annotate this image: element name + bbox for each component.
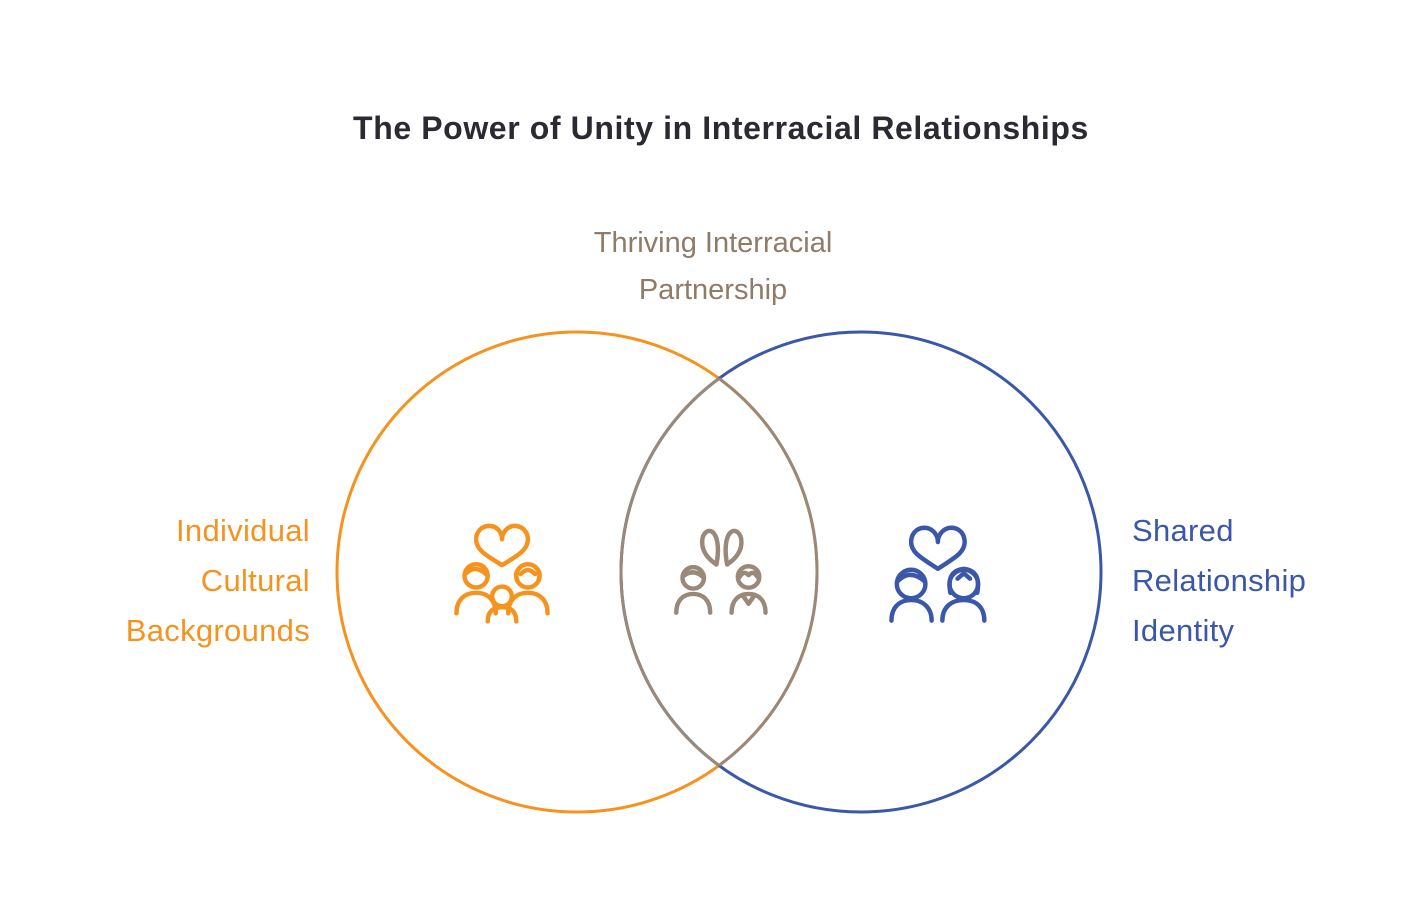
- left-set-label: Individual Cultural Backgrounds: [0, 506, 310, 656]
- child-head: [489, 584, 515, 609]
- adult-1-hair: [464, 566, 489, 577]
- right-set-label-line-1: Shared: [1132, 513, 1234, 548]
- partner-2-body: [729, 591, 768, 615]
- heart-half-left: [699, 528, 721, 567]
- family-with-heart-icon: [454, 523, 550, 624]
- page-title: The Power of Unity in Interracial Relati…: [353, 110, 1089, 146]
- overlap-label-line-1: Thriving Interracial: [593, 227, 833, 259]
- heart-shape: [473, 523, 531, 568]
- woman-body: [940, 597, 987, 623]
- woman-hair: [947, 566, 981, 596]
- adult-2-hair-right-wing: [534, 566, 542, 583]
- right-set-label: Shared Relationship Identity: [1132, 506, 1412, 656]
- man-hair: [896, 572, 927, 584]
- overlap-label: Thriving Interracial Partnership: [5, 220, 1416, 314]
- heart-shape: [908, 525, 967, 572]
- adult-2-hair-left-wing: [513, 566, 522, 583]
- adult-1-head: [462, 562, 490, 590]
- heart-half-right: [723, 528, 744, 567]
- couple-with-heart-icon: [889, 525, 987, 623]
- partner-2-collar: [740, 592, 758, 606]
- overlap-label-line-2: Partnership: [638, 274, 788, 306]
- woman-hair-part: [955, 571, 973, 581]
- partner-2-hair: [737, 570, 760, 580]
- partner-1-body: [674, 591, 713, 615]
- right-set-label-line-3: Identity: [1132, 613, 1235, 648]
- partner-1-hair: [681, 570, 706, 580]
- overlap-arc-west: [619, 377, 720, 767]
- left-set-label-line-2: Cultural: [200, 563, 310, 598]
- man-body: [889, 597, 934, 623]
- adult-2-hair: [518, 567, 538, 577]
- left-set-label-line-1: Individual: [176, 513, 310, 548]
- partners-split-heart-icon: [674, 528, 768, 615]
- child-body: [485, 604, 519, 624]
- right-set-label-line-2: Relationship: [1132, 563, 1307, 598]
- overlap-arc-east: [718, 377, 819, 767]
- left-set-label-line-3: Backgrounds: [125, 613, 310, 648]
